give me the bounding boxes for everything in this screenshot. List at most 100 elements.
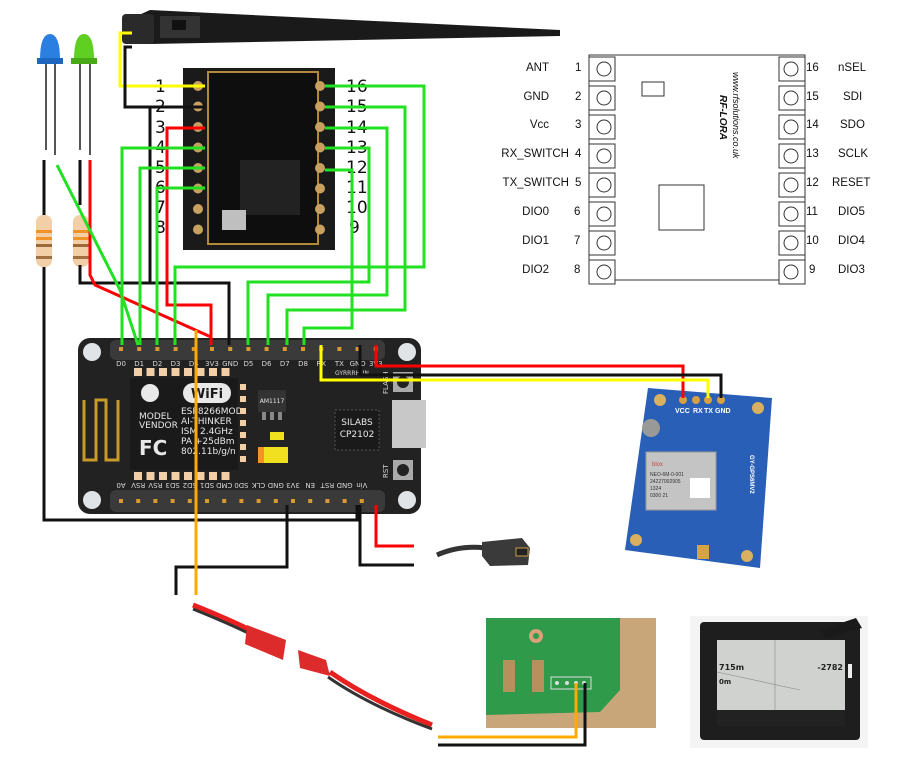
schem-pad: [778, 85, 806, 111]
esp-pad: [159, 472, 167, 480]
schem-pad-hole: [596, 235, 612, 251]
wire-lora-pin15: [285, 105, 407, 345]
bottom-pin-label: A0: [116, 481, 125, 489]
schem-label-rx-switch: RX_SWITCH: [501, 148, 569, 160]
header-pin: [325, 499, 330, 503]
esp-pad: [146, 472, 155, 480]
header-pin: [210, 347, 214, 351]
esp-pad: [240, 408, 246, 414]
altitude-readout: 715m: [719, 663, 744, 672]
schem-pad: [778, 230, 806, 256]
top-pin-label: D5: [243, 360, 253, 368]
esp-pad: [209, 368, 217, 376]
header-pin: [173, 347, 178, 351]
schem-num-3: 3: [575, 119, 581, 131]
schem-num-11: 11: [806, 206, 818, 218]
header-pin: [291, 499, 295, 503]
micro-usb-port[interactable]: [392, 400, 426, 448]
schem-label-nsel: nSEL: [838, 62, 867, 74]
bottom-pin-label: RSV: [148, 481, 162, 489]
wires: [42, 31, 723, 747]
svg-text:WiFi: WiFi: [191, 387, 223, 402]
vendor-text: VENDOR: [139, 421, 178, 431]
schem-pad-hole: [783, 61, 799, 77]
wire-gnd-black-ant: [123, 45, 205, 109]
silk-text: GYRRRHUN: [335, 370, 369, 377]
bottom-pin-label: GND: [337, 481, 353, 489]
schem-pad: [778, 143, 806, 169]
header-pin: [239, 499, 244, 503]
gps-pin-pad: [692, 396, 700, 404]
schem-num-8: 8: [574, 264, 580, 276]
esp-pad: [159, 368, 167, 376]
schem-pad-hole: [783, 206, 799, 222]
bottom-pin-label: SD2: [183, 481, 197, 489]
lora-pad: [193, 224, 203, 235]
schem-num-2: 2: [575, 91, 581, 103]
header-pin: [228, 347, 233, 351]
bottom-pin-label: Vin: [356, 481, 367, 489]
esp-pad: [240, 444, 246, 450]
header-pin: [222, 499, 227, 503]
gps-chip-line-1: NEO-6M-0-001: [650, 472, 684, 478]
esp-pad: [221, 368, 230, 376]
lora-pad: [193, 204, 203, 214]
schem-pad-hole: [596, 148, 612, 164]
schem-num-14: 14: [806, 119, 819, 131]
top-pin-label: TX: [334, 360, 344, 368]
lora-pad: [315, 183, 325, 194]
gps-module: blox NEO-6M-0-001 24227002905 1324 0300 …: [625, 388, 772, 568]
schem-pad-hole: [783, 264, 799, 280]
schem-pad-hole: [783, 235, 799, 251]
schem-pad-hole: [596, 177, 612, 193]
variometer-device-photo: 715m -2782 0m: [690, 616, 868, 748]
schem-num-4: 4: [575, 148, 582, 160]
top-pin-label: D2: [152, 360, 162, 368]
gps-chip-line-4: 0300 21: [650, 493, 668, 499]
header-pin: [191, 347, 196, 351]
esp-pad: [240, 420, 246, 426]
model-text: MODEL: [139, 412, 171, 422]
schematic-url: www.rfsolutions.co.uk: [731, 72, 741, 159]
schem-label-dio4: DIO4: [838, 235, 865, 247]
top-pin-label: D0: [116, 360, 126, 368]
schem-pad-hole: [783, 119, 799, 135]
schem-pad: [778, 172, 806, 198]
lora-pad: [315, 101, 325, 112]
esp-pad: [240, 456, 246, 462]
schematic-left-labels: ANT GND Vcc RX_SWITCH TX_SWITCH DIO0 DIO…: [501, 62, 582, 276]
schem-label-vcc: Vcc: [530, 119, 549, 131]
wire-ant-yellow: [118, 31, 205, 88]
schem-num-6: 6: [574, 206, 580, 218]
wire-pcb-orange: [438, 683, 578, 739]
top-pin-label: D1: [134, 360, 144, 368]
wire-vin-gnd: [358, 505, 414, 567]
top-pin-label: GND: [350, 360, 366, 368]
schem-pad-hole: [596, 61, 612, 77]
schem-label-sdi: SDI: [843, 91, 862, 103]
schem-pad: [778, 114, 806, 140]
distance-readout: -2782: [817, 663, 843, 672]
green-led: [71, 34, 97, 155]
gps-pin-gnd: GND: [715, 408, 731, 415]
top-pin-label: D7: [280, 360, 290, 368]
wire-resistor-gnd: [42, 267, 359, 522]
lora-pad: [315, 81, 325, 91]
header-pin: [342, 499, 347, 503]
blue-led: [37, 34, 63, 155]
lora-pin-7: 7: [155, 198, 166, 218]
esp-pad: [240, 384, 246, 390]
schem-pad-hole: [783, 90, 799, 106]
lora-pad: [315, 204, 325, 214]
esp-pad: [196, 368, 205, 376]
schem-num-12: 12: [806, 177, 819, 189]
header-pin: [155, 347, 160, 351]
wire-lora-pin5: [138, 166, 205, 345]
rf-lora-schematic: www.rfsolutions.co.uk RF-LORA: [588, 54, 806, 285]
lora-pad: [315, 224, 325, 235]
schem-num-16: 16: [806, 62, 819, 74]
wire-gnd-bus: [78, 265, 231, 345]
schem-label-reset: RESET: [832, 177, 870, 189]
spec-line-5: 802.11b/g/n: [181, 447, 236, 457]
